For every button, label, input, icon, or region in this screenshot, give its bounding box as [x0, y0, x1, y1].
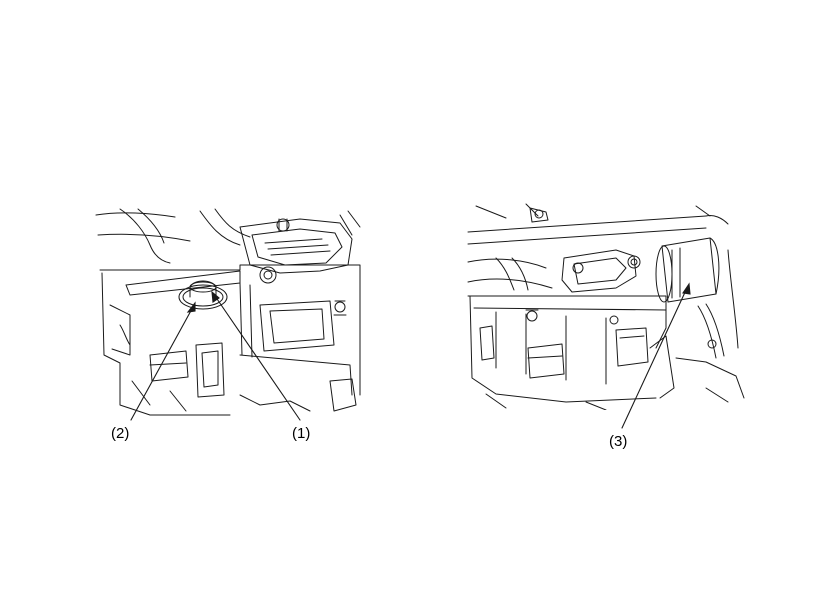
engine-illustration-left	[90, 205, 370, 420]
callout-label-1: (1)	[292, 426, 310, 441]
engine-left-drawing	[90, 205, 370, 420]
engine-illustration-right	[466, 198, 748, 410]
callout-label-2: (2)	[111, 426, 129, 441]
callout-label-3: (3)	[609, 434, 627, 449]
engine-right-drawing	[466, 198, 748, 410]
